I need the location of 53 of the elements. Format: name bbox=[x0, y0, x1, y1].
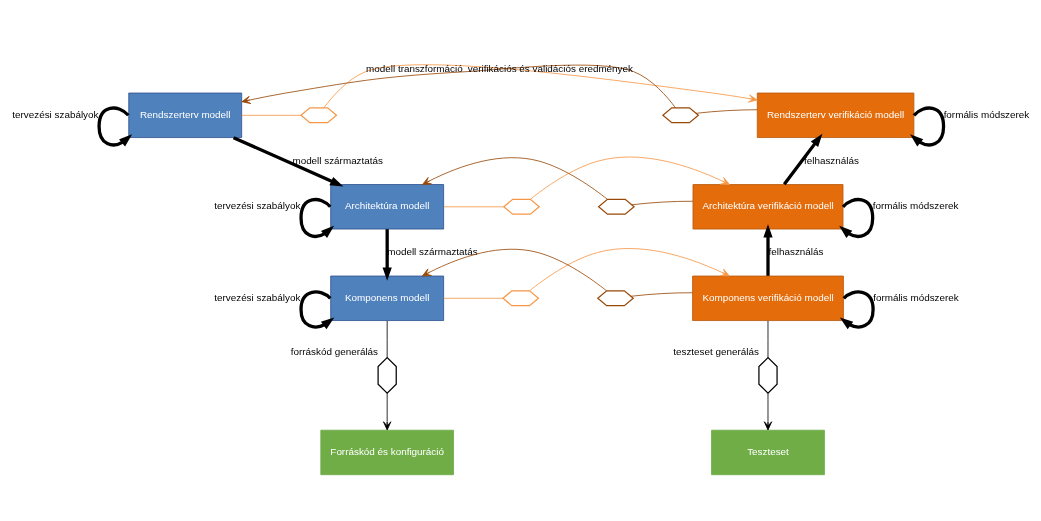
node-hexagon bbox=[377, 356, 397, 394]
edge-label: tervezési szabályok bbox=[214, 291, 301, 303]
arrow bbox=[422, 156, 608, 200]
node-box: Rendszerterv verifikáció modell bbox=[756, 92, 915, 138]
node-hexagon bbox=[597, 198, 635, 215]
connector bbox=[630, 291, 693, 297]
arrow bbox=[910, 105, 946, 146]
node-box: Komponens verifikáció modell bbox=[692, 275, 844, 321]
node-hexagon bbox=[300, 106, 338, 123]
node-box: Komponens modell bbox=[330, 275, 445, 321]
node-box: Teszteset bbox=[711, 429, 825, 475]
node-box: Architektúra verifikáció modell bbox=[692, 183, 844, 229]
arrow bbox=[232, 135, 344, 186]
connector bbox=[631, 200, 694, 205]
arrow bbox=[323, 63, 758, 108]
edge-label: modell transzformáció bbox=[366, 62, 463, 74]
arrow bbox=[782, 133, 823, 185]
node-hexagon bbox=[502, 289, 540, 306]
arrow bbox=[97, 105, 133, 146]
edge-label: modell származtatás bbox=[292, 154, 383, 166]
connector bbox=[767, 320, 769, 358]
connector bbox=[241, 114, 302, 116]
node-hexagon bbox=[661, 106, 700, 123]
arrow bbox=[241, 64, 676, 108]
node-label: forráskód generálás bbox=[290, 345, 379, 357]
node-box: Forráskód és konfiguráció bbox=[320, 429, 454, 475]
arrow bbox=[839, 289, 875, 329]
node-label: teszteset generálás bbox=[673, 345, 759, 357]
arrow bbox=[530, 156, 730, 200]
connector bbox=[443, 205, 505, 207]
edge-label: formális módszerek bbox=[872, 199, 959, 211]
connector bbox=[443, 297, 504, 299]
edge-label: tervezési szabályok bbox=[12, 108, 99, 120]
node-hexagon bbox=[758, 356, 778, 394]
connector bbox=[386, 320, 388, 358]
arrow bbox=[529, 247, 730, 291]
edge-label: formális módszerek bbox=[943, 108, 1030, 120]
arrow bbox=[763, 392, 773, 430]
arrow bbox=[763, 223, 773, 276]
arrow bbox=[299, 197, 335, 238]
node-box: Rendszerterv modell bbox=[128, 92, 243, 138]
connector bbox=[695, 108, 758, 114]
arrow bbox=[421, 248, 607, 291]
arrow bbox=[839, 197, 875, 238]
arrow bbox=[383, 392, 392, 430]
arrow bbox=[299, 289, 335, 329]
arrow bbox=[382, 228, 392, 281]
edge-label: formális módszerek bbox=[873, 291, 959, 303]
edge-label: tervezési szabályok bbox=[214, 199, 301, 211]
node-hexagon bbox=[596, 289, 635, 306]
edge-label: felhasználás bbox=[804, 154, 859, 166]
node-box: Architektúra modell bbox=[330, 183, 445, 229]
node-hexagon bbox=[502, 198, 541, 215]
